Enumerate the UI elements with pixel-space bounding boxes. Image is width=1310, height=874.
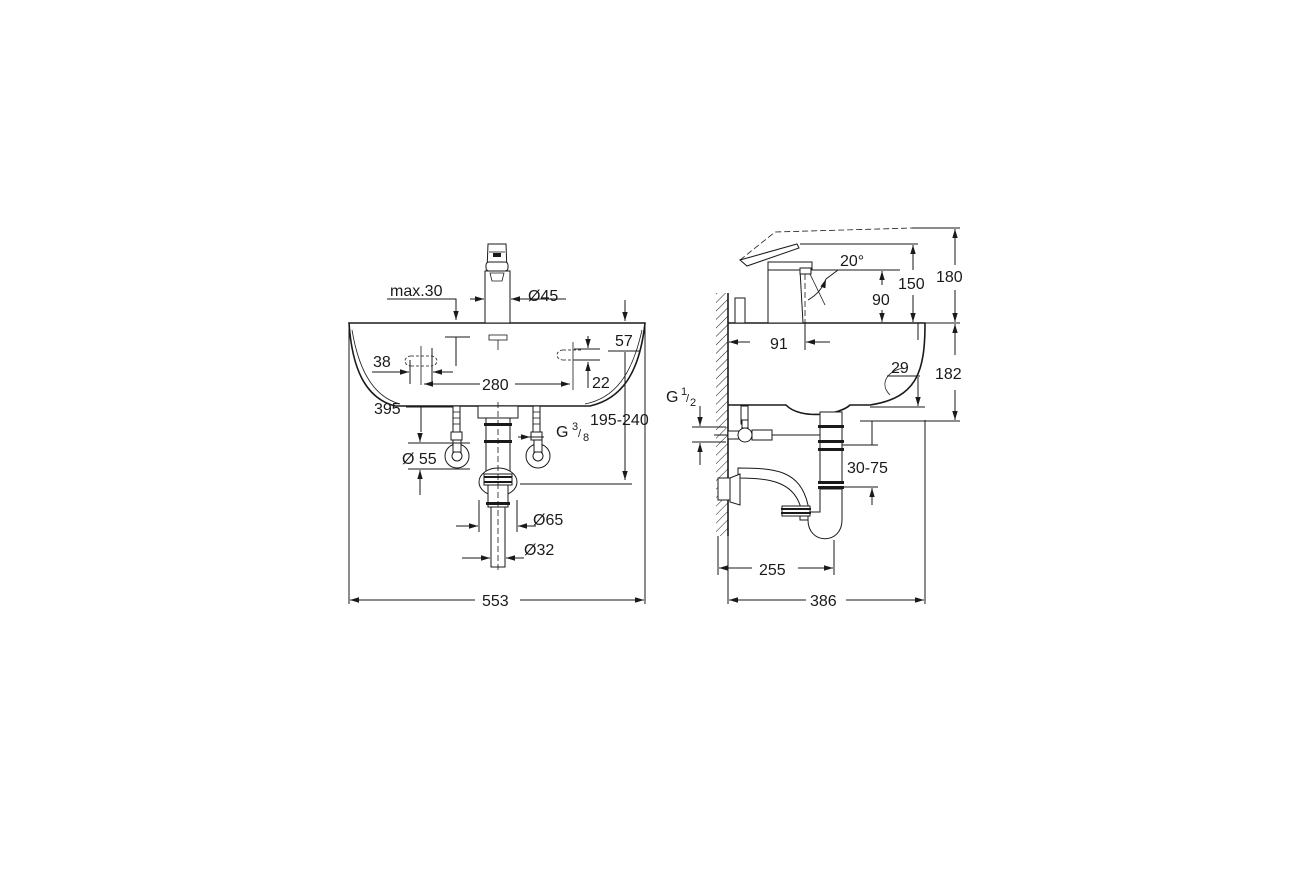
angle-valve-side (714, 405, 822, 443)
label-g-1-2: G 1 / 2 (666, 386, 696, 409)
faucet-front (484, 243, 511, 350)
svg-text:3: 3 (572, 421, 578, 433)
basin-side (728, 322, 926, 416)
dimension-lines-front (348, 296, 646, 604)
svg-text:2: 2 (690, 397, 696, 409)
front-view: max.30 Ø45 57 38 280 22 395 195-240 G 3 … (348, 243, 649, 610)
label-dia-32: Ø32 (524, 542, 554, 559)
tap-hole-left (404, 346, 438, 385)
label-395: 395 (374, 401, 401, 418)
label-195-240: 195-240 (590, 412, 649, 429)
supply-hose-right (525, 405, 551, 469)
label-29: 29 (891, 360, 909, 377)
label-30-75: 30-75 (847, 460, 888, 477)
svg-text:8: 8 (583, 432, 589, 444)
side-view: 20° 150 180 90 91 29 182 G 1 / 2 30-75 2… (666, 227, 963, 610)
siphon-side (717, 411, 844, 540)
svg-text:/: / (686, 393, 690, 405)
label-max-30: max.30 (390, 283, 443, 300)
siphon-front (477, 402, 519, 570)
svg-text:G: G (556, 424, 568, 441)
basin-outline (348, 322, 646, 407)
dimension-lines-side (692, 227, 960, 604)
label-57: 57 (615, 333, 633, 350)
label-g-3-8: G 3 / 8 (556, 421, 589, 444)
wall-hatching (716, 293, 728, 536)
label-91: 91 (770, 336, 788, 353)
label-150: 150 (898, 276, 925, 293)
label-180: 180 (936, 269, 963, 286)
label-280: 280 (482, 377, 509, 394)
label-dia-45: Ø45 (528, 288, 558, 305)
svg-text:1: 1 (681, 386, 687, 398)
supply-hose-left (444, 405, 470, 469)
label-255: 255 (759, 562, 786, 579)
label-20-deg: 20° (840, 253, 864, 270)
label-dia-55: Ø 55 (402, 451, 437, 468)
faucet-side (734, 227, 913, 324)
label-38: 38 (373, 354, 391, 371)
svg-text:G: G (666, 389, 678, 406)
label-553: 553 (482, 593, 509, 610)
label-386: 386 (810, 593, 837, 610)
label-182: 182 (935, 366, 962, 383)
label-dia-65: Ø65 (533, 512, 563, 529)
svg-text:/: / (578, 428, 582, 440)
label-90: 90 (872, 292, 890, 309)
label-22: 22 (592, 375, 610, 392)
